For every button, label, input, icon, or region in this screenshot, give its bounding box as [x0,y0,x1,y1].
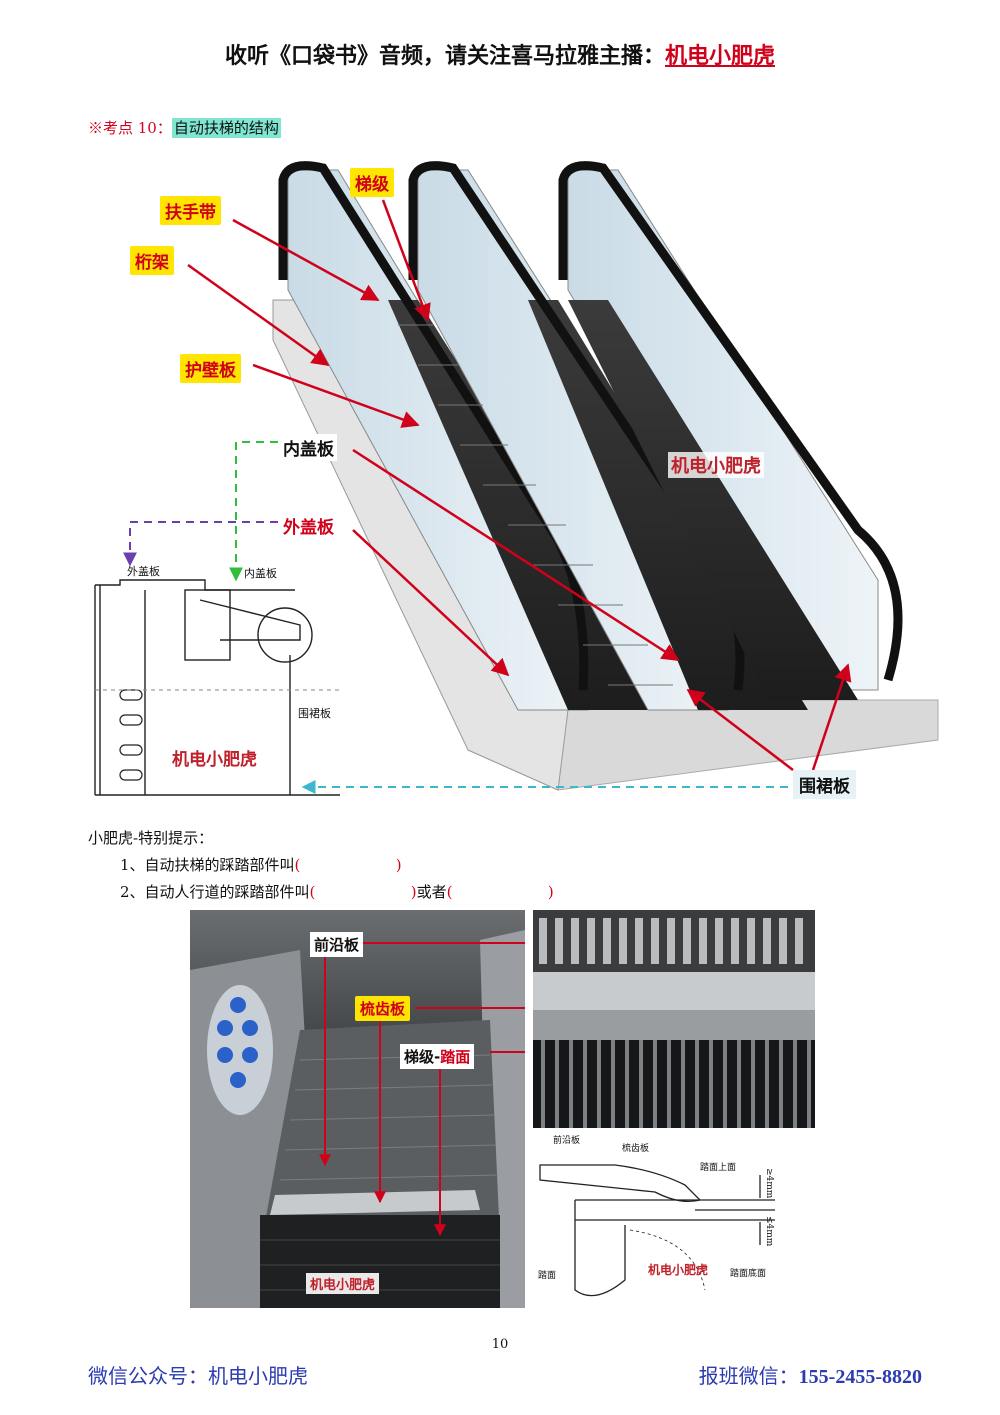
photo-label-step-tread: 梯级-踏面 [400,1044,475,1069]
page-number: 10 [491,1337,509,1352]
label-inner-cover: 内盖板 [280,434,337,461]
footer-contact: 报班微信：155-2455-8820 [699,1360,922,1389]
detail-label-front-plate: 前沿板 [553,1136,581,1146]
detail-label-tread-top: 踏面上面 [700,1163,737,1173]
tip-2-blank-2: ( ) [446,883,554,901]
label-step: 梯级 [350,168,394,197]
label-wall-panel: 护壁板 [180,354,241,383]
footer-contact-label: 报班微信： [698,1364,799,1388]
special-tips: 小肥虎-特别提示： 1、自动扶梯的踩踏部件叫( ) 2、自动人行道的踩踏部件叫(… [88,825,554,906]
tip-1-text: 1、自动扶梯的踩踏部件叫 [120,856,295,874]
photo-label-step-tread-b: 踏面 [440,1048,471,1066]
label-skirt: 围裙板 [793,770,856,799]
photo-label-step-tread-a: 梯级- [404,1048,441,1066]
cross-section-drawing [94,579,340,796]
drawing-label-outer-cover: 外盖板 [127,565,160,578]
header-anchor-name: 机电小肥虎 [665,43,776,69]
watermark-section: 机电小肥虎 [172,750,257,770]
photo-label-comb-plate: 梳齿板 [355,996,411,1021]
drawing-label-skirt: 围裙板 [298,707,331,720]
tip-2-or: 或者 [416,883,447,901]
tip-2-blank-1: ( ) [309,883,417,901]
watermark-escalator: 机电小肥虎 [668,452,764,478]
detail-label-tread-bottom: 踏面底面 [730,1269,767,1279]
tip-1-blank: ( ) [294,856,402,874]
detail-label-comb-plate: 梳齿板 [622,1144,650,1154]
footer-wechat-account: 微信公众号：机电小肥虎 [88,1364,308,1388]
photo-escalator-entrance [190,910,525,1308]
tip-2-text: 2、自动人行道的踩踏部件叫 [120,883,310,901]
label-truss: 桁架 [130,246,174,275]
label-outer-cover: 外盖板 [280,512,337,539]
label-handrail: 扶手带 [160,196,221,225]
photo-label-front-plate: 前沿板 [310,932,364,957]
section-title: ※考点 10：自动扶梯的结构 [88,117,281,138]
escalator-illustration [123,161,939,794]
detail-label-tread: 踏面 [538,1271,557,1281]
watermark-detail: 机电小肥虎 [648,1263,709,1277]
watermark-photo: 机电小肥虎 [306,1273,380,1294]
section-title-text: 自动扶梯的结构 [171,118,281,138]
escalator-unit-right [558,161,903,700]
page-header: 收听《口袋书》音频，请关注喜马拉雅主播：机电小肥虎 [0,38,1000,70]
detail-drawing [539,1164,775,1297]
tip-item-1: 1、自动扶梯的踩踏部件叫( ) [88,852,554,879]
section-mark: ※考点 10： [88,119,172,137]
detail-dim-1: ≥4mm [764,1168,774,1199]
detail-dim-2: ≤4mm [764,1216,774,1247]
header-prefix: 收听《口袋书》音频，请关注喜马拉雅主播： [224,43,665,69]
footer-contact-number: 155-2455-8820 [798,1366,922,1388]
tips-title: 小肥虎-特别提示： [88,829,214,847]
drawing-label-inner-cover: 内盖板 [244,567,277,580]
tip-item-2: 2、自动人行道的踩踏部件叫( )或者( ) [88,879,554,906]
photo-comb-closeup [533,910,815,1128]
